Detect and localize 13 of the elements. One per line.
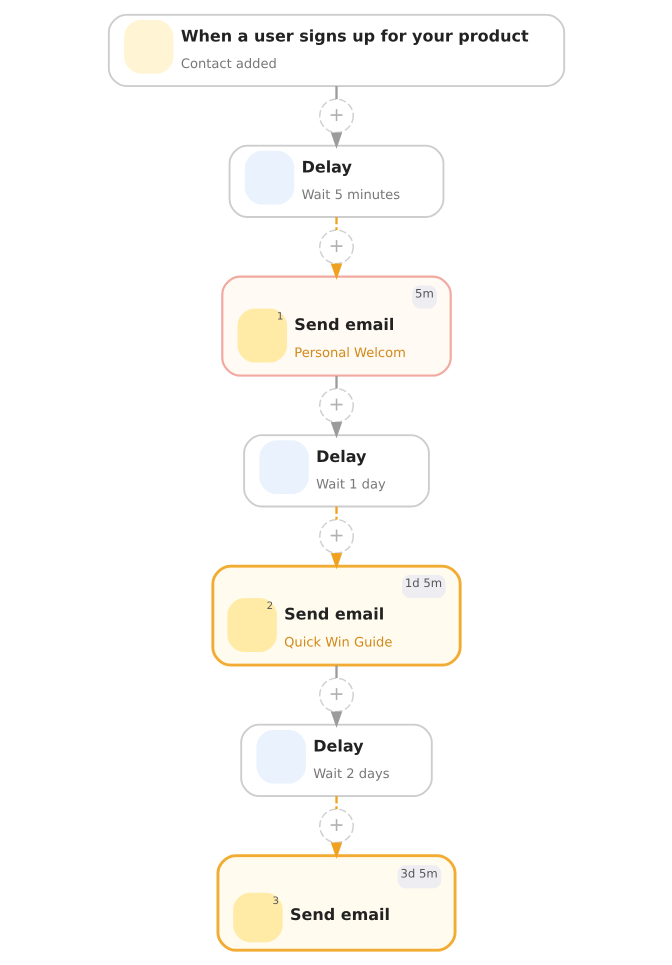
node-box: Delay Wait 2 days [240,724,432,797]
connector [334,665,338,678]
node-box: When a user signs up for your product Contact added [107,14,565,87]
connector [334,86,338,100]
node-box: Delay Wait 1 day [242,434,430,508]
node-box: 5m 1 Send email Personal Welcom [220,276,452,377]
node-box: 3d 5m 3 Send email [216,854,456,952]
connector [334,217,338,230]
connector [334,796,338,810]
connector [334,376,338,389]
node-box: 1d 5m 2 Send email Quick Win Guide [210,564,462,667]
node-box: Delay Wait 5 minutes [228,144,444,218]
connector [334,506,338,520]
